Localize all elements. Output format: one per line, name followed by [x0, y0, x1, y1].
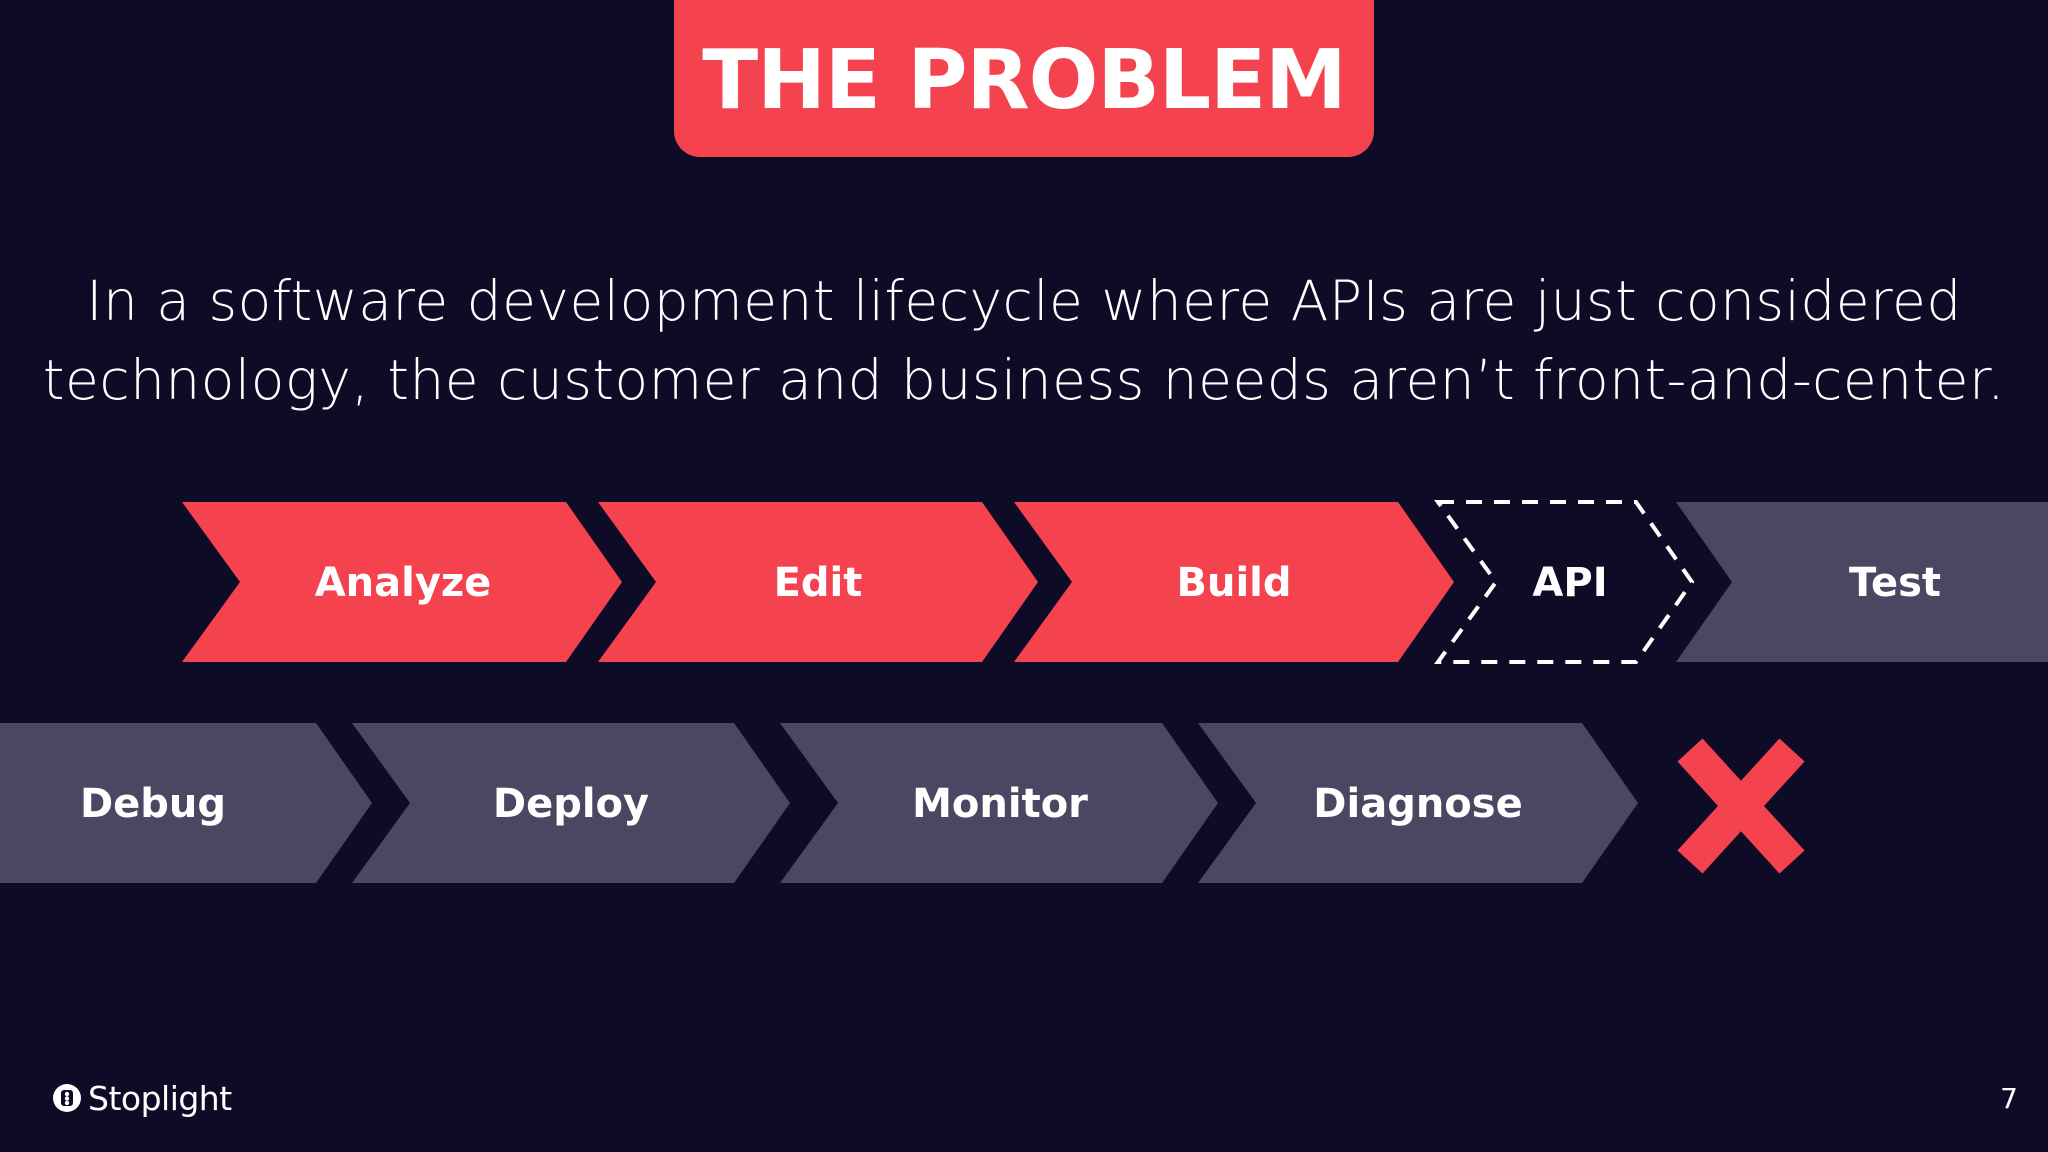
step-chevron-shape [598, 502, 1038, 662]
step-label: Deploy [493, 781, 649, 827]
page-number: 7 [2000, 1082, 2018, 1115]
slide-subtitle: In a software development lifecycle wher… [0, 262, 2048, 420]
subtitle-line-2: technology, the customer and business ne… [42, 348, 2006, 412]
flow-step-diagnose: Diagnose [1198, 723, 1638, 883]
flow-step-debug: Debug [0, 723, 372, 883]
flow-step-build: Build [1014, 502, 1454, 662]
flow-step-analyze: Analyze [182, 502, 622, 662]
x-mark-icon [1677, 738, 1805, 874]
step-label: Diagnose [1313, 781, 1522, 827]
step-label: Edit [774, 560, 863, 606]
step-chevron-shape [1014, 502, 1454, 662]
flow-step-edit: Edit [598, 502, 1038, 662]
step-label: API [1532, 560, 1607, 606]
flow-step-deploy: Deploy [352, 723, 790, 883]
step-chevron-shape [352, 723, 790, 883]
flow-step-api: API [1434, 500, 1695, 664]
subtitle-line-1: In a software development lifecycle wher… [86, 269, 1962, 333]
title-banner: THE PROBLEM [674, 0, 1374, 157]
brand-name: Stoplight [88, 1078, 232, 1118]
stoplight-logo-icon [53, 1084, 81, 1112]
step-label: Monitor [912, 781, 1088, 827]
flow-step-test: Test [1676, 502, 2048, 662]
brand-logo: Stoplight [52, 1076, 232, 1120]
step-chevron-shape [0, 723, 372, 883]
step-chevron-shape [1198, 723, 1638, 883]
step-label: Build [1176, 560, 1291, 606]
slide-title: THE PROBLEM [702, 32, 1346, 128]
step-chevron-shape [182, 502, 622, 662]
flow-step-monitor: Monitor [780, 723, 1218, 883]
step-chevron-shape [1676, 502, 2048, 662]
step-label: Test [1849, 560, 1941, 606]
step-label: Analyze [315, 560, 492, 606]
step-chevron-dashed-outline [1434, 500, 1695, 664]
step-chevron-shape [780, 723, 1218, 883]
step-label: Debug [80, 781, 226, 827]
